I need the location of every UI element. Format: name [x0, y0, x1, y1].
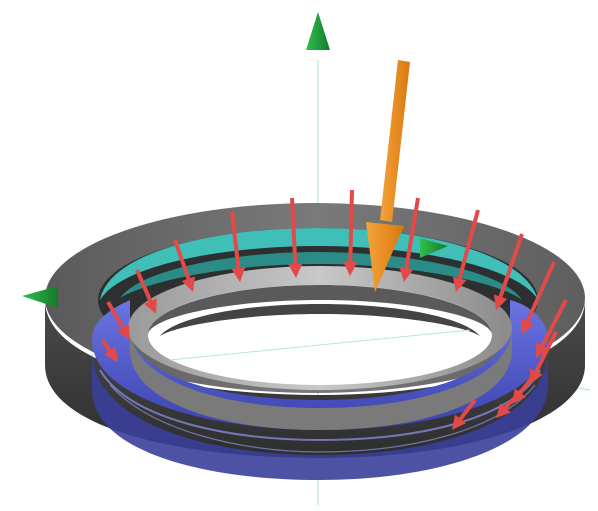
seal-band-bottom	[92, 350, 548, 480]
force-arrow-icon	[399, 267, 414, 282]
force-arrow-shaft	[404, 197, 420, 269]
force-arrow-shaft	[290, 197, 298, 265]
force-arrow-shaft	[458, 398, 477, 421]
force-arrow-shaft	[100, 338, 112, 352]
force-arrow-icon	[536, 342, 549, 358]
force-arrow-shaft	[348, 189, 354, 263]
inner-groove-shade	[120, 252, 522, 300]
seal-band-highlight	[99, 369, 541, 442]
force-arrow-shaft	[504, 388, 524, 410]
force-arrow-icon	[104, 346, 118, 362]
force-arrow-shaft	[230, 211, 241, 269]
force-arrow-icon	[493, 294, 508, 310]
axis-arrow-icon	[420, 238, 448, 258]
force-arrow-shaft	[173, 239, 191, 280]
force-arrow-icon	[452, 276, 467, 292]
force-arrow-icon	[530, 368, 543, 384]
inner-ring-outer-wall	[130, 328, 512, 430]
axis-arrow-icon	[22, 286, 58, 308]
force-arrow-shaft	[540, 299, 568, 347]
force-arrow-shaft	[498, 233, 524, 298]
force-arrow-icon	[231, 267, 246, 282]
force-arrow-icon	[512, 388, 526, 404]
load-arrow-head	[366, 222, 404, 292]
axis-arrow-icon	[306, 12, 330, 50]
force-arrow-icon	[288, 263, 303, 278]
seal-band-line	[109, 384, 536, 453]
bore-axis-line	[169, 329, 471, 361]
force-arrow-icon	[452, 414, 467, 430]
force-arrow-shaft	[518, 370, 538, 394]
force-arrow-group	[100, 189, 568, 430]
force-arrow-icon	[521, 318, 535, 334]
load-arrow-shaft	[380, 60, 410, 222]
force-arrow-shaft	[457, 209, 480, 279]
force-arrow-shaft	[135, 269, 153, 302]
force-arrow-shaft	[525, 261, 556, 323]
inner-ring-inner-wall	[148, 285, 492, 335]
force-arrow-shaft	[534, 331, 558, 373]
force-arrow-icon	[343, 261, 358, 276]
load-arrow-icon	[366, 60, 410, 292]
force-arrow-icon	[181, 276, 196, 292]
inner-ring	[128, 266, 512, 430]
force-arrow-icon	[116, 324, 130, 340]
force-arrow-icon	[144, 298, 157, 314]
force-arrow-icon	[496, 402, 511, 418]
force-arrow-shaft	[106, 300, 125, 329]
inner-ring-inner-wall-shade	[160, 304, 480, 336]
outer-ring-side	[45, 300, 585, 458]
